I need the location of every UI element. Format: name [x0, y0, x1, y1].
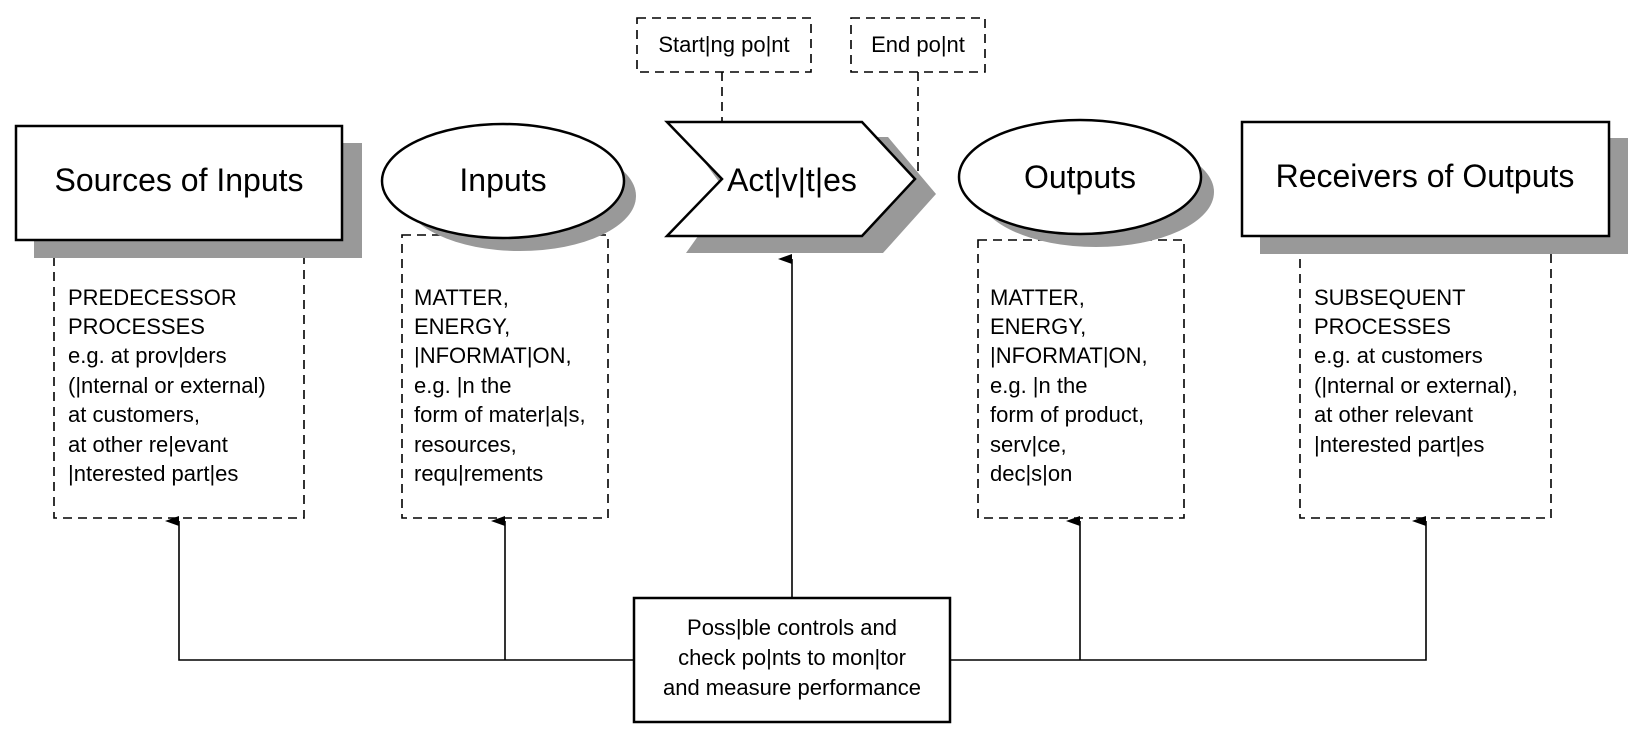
activities-title: Act|v|t|es	[727, 162, 857, 198]
receivers-detail-line: |nterested part|es	[1314, 432, 1484, 457]
outputs-detail-box	[977, 239, 1185, 519]
sources-detail-line: e.g. at prov|ders	[68, 343, 227, 368]
inputs-detail-line: ENERGY,	[414, 314, 510, 339]
end-point-box	[850, 17, 986, 73]
outputs-detail-line: |NFORMAT|ON,	[990, 343, 1148, 368]
controls-line: and measure performance	[663, 675, 921, 700]
receivers-detail-line: at other relevant	[1314, 402, 1473, 427]
outputs-detail-line: e.g. |n the	[990, 373, 1087, 398]
controls-line: Poss|ble controls and	[687, 615, 897, 640]
control-connectors	[165, 254, 1427, 661]
sources-detail-line: PROCESSES	[68, 314, 205, 339]
inputs-detail-line: MATTER,	[414, 285, 509, 310]
inputs-detail-line: e.g. |n the	[414, 373, 511, 398]
receivers-of-outputs-node: Receivers of Outputs	[1240, 120, 1628, 254]
inputs-detail-line: resources,	[414, 432, 517, 457]
outputs-details: MATTER, ENERGY, |NFORMAT|ON, e.g. |n the…	[990, 285, 1148, 486]
controls-line: check po|nts to mon|tor	[678, 645, 906, 670]
inputs-detail-box	[401, 234, 609, 519]
receivers-title: Receivers of Outputs	[1276, 158, 1575, 194]
connector-to-sources	[165, 516, 634, 661]
starting-point-callout: Start|ng po|nt	[636, 17, 812, 178]
inputs-details: MATTER, ENERGY, |NFORMAT|ON, e.g. |n the…	[414, 285, 586, 486]
outputs-detail-line: ENERGY,	[990, 314, 1086, 339]
receivers-detail-line: PROCESSES	[1314, 314, 1451, 339]
end-point-callout: End po|nt	[850, 17, 986, 178]
sources-detail-line: at customers,	[68, 402, 200, 427]
inputs-ellipse	[380, 122, 626, 240]
receivers-detail-line: e.g. at customers	[1314, 343, 1483, 368]
outputs-node: Outputs	[957, 118, 1214, 247]
sources-details: PREDECESSOR PROCESSES e.g. at prov|ders …	[68, 285, 266, 486]
end-point-label: End po|nt	[871, 32, 965, 57]
sources-title: Sources of Inputs	[54, 162, 303, 198]
starting-point-box	[636, 17, 812, 73]
activities-node: Act|v|t|es	[664, 120, 936, 253]
outputs-ellipse	[957, 118, 1203, 236]
inputs-detail-line: requ|rements	[414, 461, 543, 486]
receivers-detail-line: (|nternal or external),	[1314, 373, 1518, 398]
outputs-detail-line: serv|ce,	[990, 432, 1067, 457]
inputs-title: Inputs	[459, 162, 546, 198]
inputs-detail-line: form of mater|a|s,	[414, 402, 586, 427]
sources-detail-line: |nterested part|es	[68, 461, 238, 486]
receivers-box	[1240, 120, 1611, 238]
outputs-title: Outputs	[1024, 159, 1136, 195]
inputs-detail-line: |NFORMAT|ON,	[414, 343, 572, 368]
starting-point-label: Start|ng po|nt	[658, 32, 789, 57]
sources-detail-line: at other re|evant	[68, 432, 228, 457]
outputs-detail-line: dec|s|on	[990, 461, 1072, 486]
inputs-node: Inputs	[380, 122, 636, 251]
outputs-detail-line: form of product,	[990, 402, 1144, 427]
sources-of-inputs-node: Sources of Inputs	[14, 124, 362, 258]
connector-to-receivers	[950, 516, 1427, 661]
sources-detail-box	[53, 249, 305, 519]
controls-box	[632, 596, 952, 724]
receivers-details: SUBSEQUENT PROCESSES e.g. at customers (…	[1314, 285, 1518, 457]
controls-node: Poss|ble controls and check po|nts to mo…	[632, 596, 952, 724]
sources-box	[14, 124, 344, 242]
receivers-detail-line: SUBSEQUENT	[1314, 285, 1466, 310]
sources-detail-line: PREDECESSOR	[68, 285, 237, 310]
sources-detail-line: (|nternal or external)	[68, 373, 266, 398]
outputs-detail-line: MATTER,	[990, 285, 1085, 310]
activities-chevron	[664, 120, 917, 238]
